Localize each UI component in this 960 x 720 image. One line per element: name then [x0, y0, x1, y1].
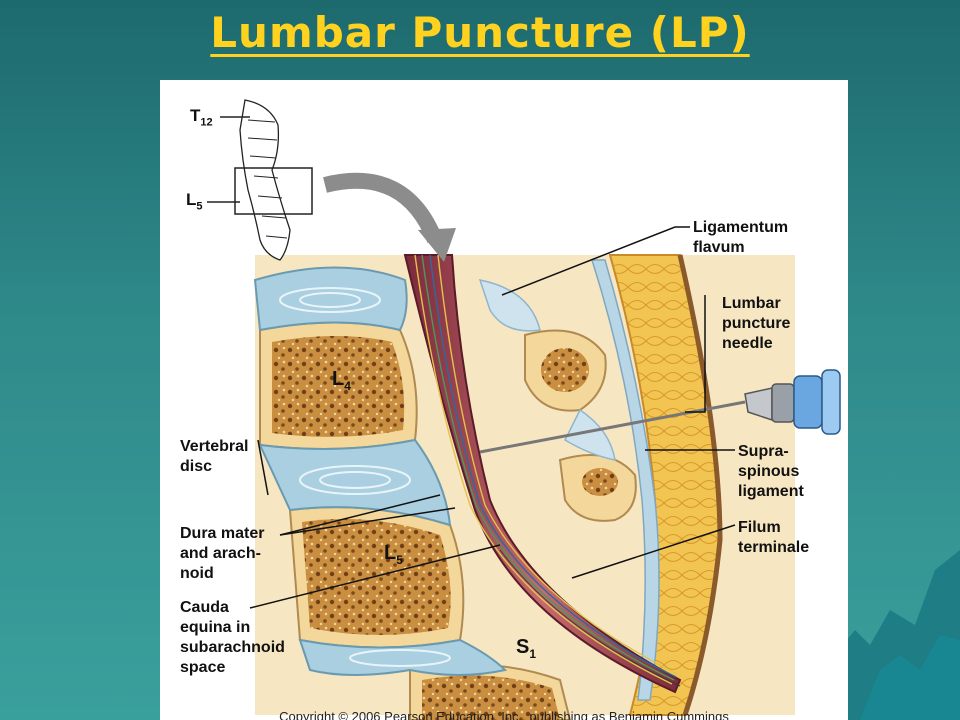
slide-title: Lumbar Puncture (LP)	[210, 8, 750, 57]
cauda-equina-nerves	[414, 254, 678, 685]
vertebra-label-l4: L4	[332, 368, 351, 393]
curved-arrow	[323, 172, 443, 244]
vertebra-label-s1: S1	[516, 636, 536, 661]
lumbar-puncture-figure: T12 L5 L4 L5 S1 Ligamentum flavum Lumbar…	[160, 80, 848, 720]
inset-highlight-box	[234, 167, 313, 215]
disc-upper	[253, 266, 408, 332]
inset-label-l5: L5	[186, 190, 203, 212]
spinous-process-lower	[558, 454, 637, 522]
label-supraspinous-ligament: Supra- spinous ligament	[738, 443, 804, 500]
filum-terminale-shape	[499, 549, 681, 687]
mountain-decoration	[820, 550, 960, 720]
dura-sac	[403, 254, 682, 694]
inset-spine-sketch	[239, 99, 291, 261]
skin-edge	[677, 254, 723, 716]
l4-sub: 4	[344, 379, 351, 393]
l5-inset-sub: 5	[196, 200, 203, 213]
vertebra-l5-body	[288, 506, 465, 649]
l5-sub: 5	[396, 553, 403, 567]
copyright-notice: Copyright © 2006 Pearson Education, Inc.…	[279, 709, 729, 720]
vertebra-label-l5: L5	[384, 542, 403, 567]
t12-sub: 12	[200, 116, 213, 129]
vertebra-s1-body	[409, 663, 572, 720]
label-cauda-equina: Cauda equina in subarachnoid space	[180, 599, 285, 676]
label-filum-terminale: Filum terminale	[738, 519, 810, 556]
lumbar-puncture-needle	[479, 369, 841, 454]
s1-main: S	[516, 636, 530, 658]
inset-label-t12: T12	[190, 106, 213, 128]
label-dura-mater: Dura mater and arach- noid	[180, 525, 265, 582]
arrow-head	[418, 228, 456, 262]
l5-main: L	[384, 542, 397, 564]
label-ligamentum-flavum: Ligamentum flavum	[693, 219, 789, 256]
supraspinous-ligament-shape	[590, 259, 660, 701]
interspinous-ligament	[564, 408, 616, 461]
s1-sub: 1	[529, 647, 537, 661]
l4-main: L	[332, 368, 345, 390]
disc-l5-s1	[298, 638, 507, 676]
l5-inset-main: L	[186, 190, 197, 209]
spinous-process-upper	[524, 329, 607, 412]
ligamentum-flavum-shape	[478, 279, 541, 332]
label-vertebral-disc: Vertebral disc	[180, 438, 249, 475]
label-lumbar-puncture-needle: Lumbar puncture needle	[722, 295, 791, 352]
t12-main: T	[190, 106, 201, 125]
anatomy-illustration	[207, 99, 841, 720]
leader-lines	[249, 226, 736, 609]
